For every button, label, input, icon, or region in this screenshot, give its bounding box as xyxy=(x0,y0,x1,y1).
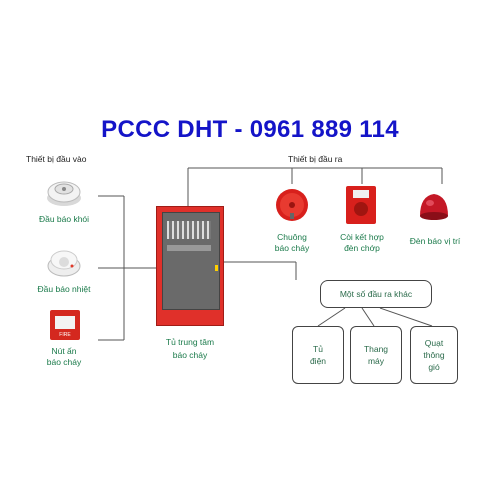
fire-alarm-panel xyxy=(156,206,224,326)
smoke-detector-icon xyxy=(44,172,84,212)
manual-call-point-icon: FIRE xyxy=(50,310,80,340)
page-title: PCCC DHT - 0961 889 114 xyxy=(101,116,399,143)
fire-text: FIRE xyxy=(59,332,71,338)
fire-bell-label: Chuông báo cháy xyxy=(274,232,310,253)
ventilation-fan-box: Quạt thông gió xyxy=(410,326,458,384)
input-devices-heading: Thiết bị đầu vào xyxy=(26,154,87,164)
manual-call-point-label: Nút ấn báo cháy xyxy=(46,346,82,367)
location-lamp-label: Đèn báo vị trí xyxy=(409,236,461,246)
fire-bell-icon xyxy=(274,187,310,223)
output-devices-heading: Thiết bị đầu ra xyxy=(288,154,343,164)
heat-detector-label: Đầu báo nhiệt xyxy=(37,284,91,294)
smoke-detector-label: Đầu báo khói xyxy=(38,214,90,224)
elevator-box: Thang máy xyxy=(350,326,402,384)
electrical-cabinet-box: Tủ điện xyxy=(292,326,344,384)
location-lamp-icon xyxy=(416,188,452,224)
horn-strobe-label: Còi kết hợp đèn chớp xyxy=(340,232,384,253)
panel-label: Tủ trung tâm báo cháy xyxy=(165,337,215,360)
horn-strobe-icon xyxy=(346,186,376,224)
other-outputs-box: Một số đầu ra khác xyxy=(320,280,432,308)
heat-detector-icon xyxy=(44,242,84,282)
